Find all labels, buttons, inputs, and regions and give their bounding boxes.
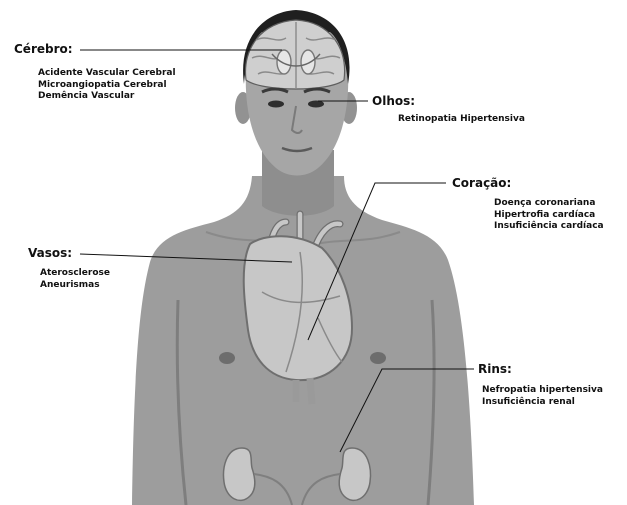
cerebro-condition: Microangiopatia Cerebral <box>38 80 176 92</box>
rins-conditions: Nefropatia hipertensiva Insuficiência re… <box>482 385 603 408</box>
olhos-heading: Olhos: <box>372 94 415 108</box>
coracao-condition: Hipertrofia cardíaca <box>494 210 604 222</box>
cerebro-conditions: Acidente Vascular Cerebral Microangiopat… <box>38 68 176 103</box>
right-eye <box>308 101 324 108</box>
vasos-conditions: Aterosclerose Aneurismas <box>40 268 110 291</box>
left-eye <box>268 101 284 108</box>
olhos-condition: Retinopatia Hipertensiva <box>398 114 525 126</box>
coracao-condition: Insuficiência cardíaca <box>494 221 604 233</box>
olhos-conditions: Retinopatia Hipertensiva <box>398 114 525 126</box>
cerebro-condition: Demência Vascular <box>38 91 176 103</box>
coracao-heading: Coração: <box>452 176 511 190</box>
rins-condition: Insuficiência renal <box>482 397 603 409</box>
right-nipple <box>370 352 386 364</box>
vasos-heading: Vasos: <box>28 246 72 260</box>
coracao-conditions: Doença coronariana Hipertrofia cardíaca … <box>494 198 604 233</box>
rins-heading: Rins: <box>478 362 512 376</box>
left-nipple <box>219 352 235 364</box>
vasos-condition: Aterosclerose <box>40 268 110 280</box>
coracao-condition: Doença coronariana <box>494 198 604 210</box>
cerebro-condition: Acidente Vascular Cerebral <box>38 68 176 80</box>
cerebro-heading: Cérebro: <box>14 42 73 56</box>
vasos-condition: Aneurismas <box>40 280 110 292</box>
rins-condition: Nefropatia hipertensiva <box>482 385 603 397</box>
